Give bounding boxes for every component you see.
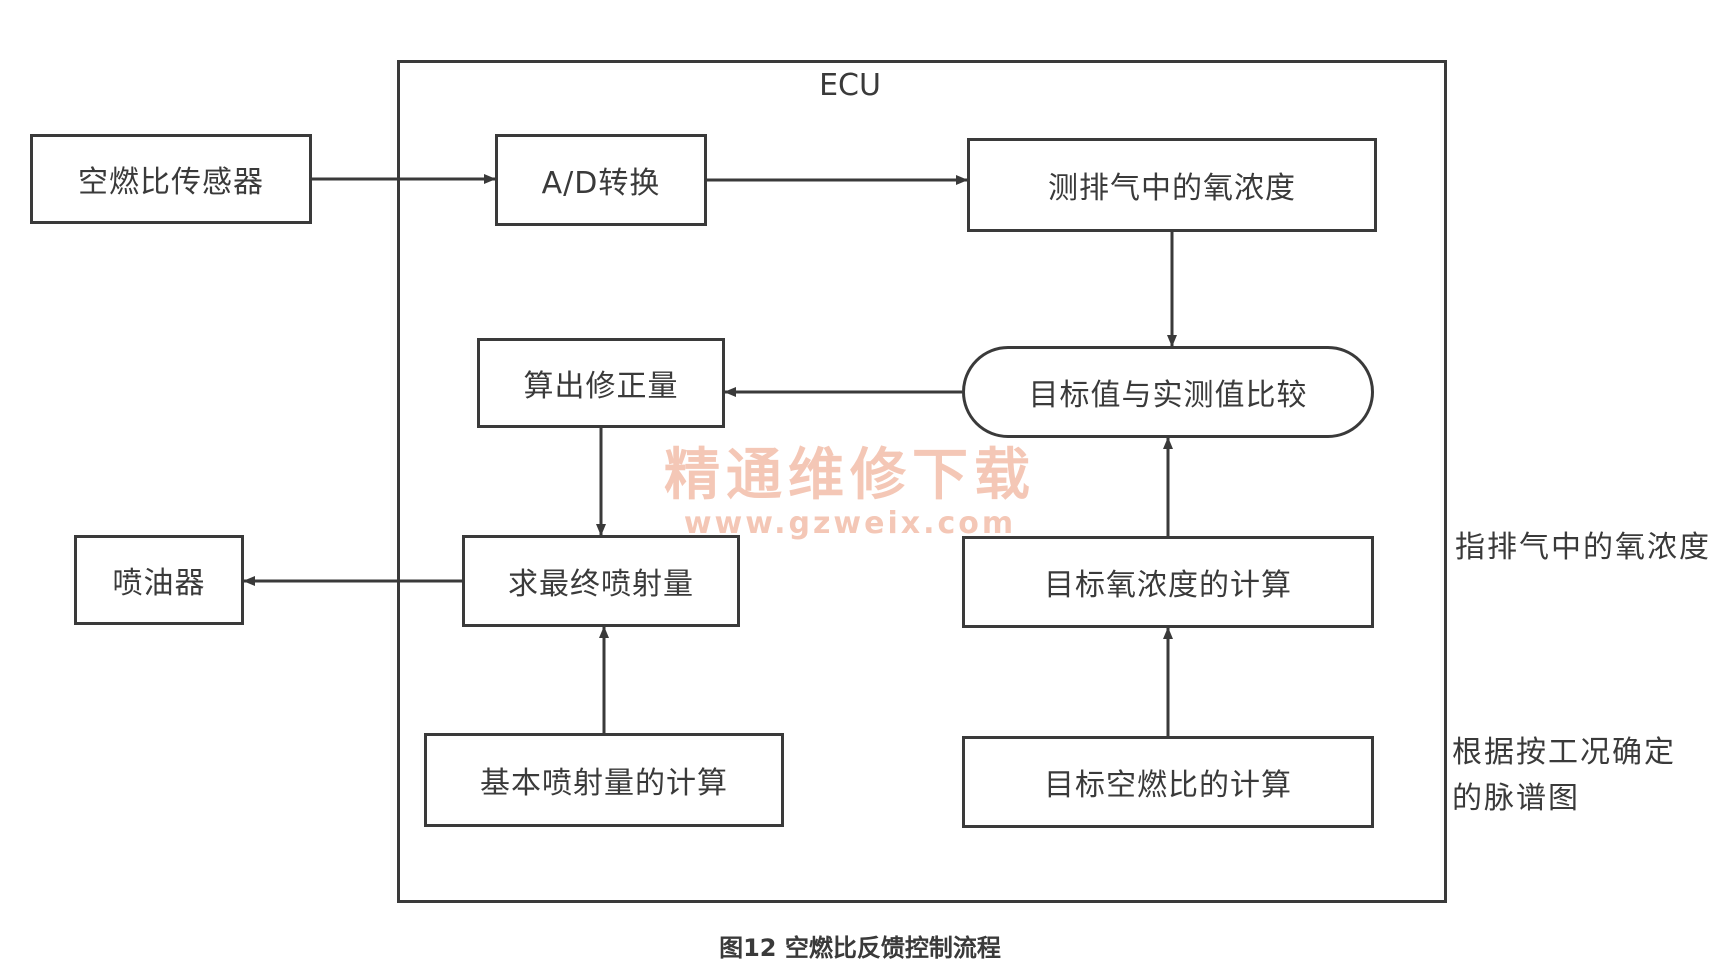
node-target-air-fuel-ratio-calculation: 目标空燃比的计算 bbox=[962, 736, 1374, 828]
note-operating-map-line2: 的脉谱图 bbox=[1452, 781, 1580, 816]
node-air-fuel-ratio-sensor: 空燃比传感器 bbox=[30, 134, 312, 224]
ecu-frame bbox=[397, 60, 1447, 903]
figure-caption: 图12 空燃比反馈控制流程 bbox=[719, 934, 1001, 962]
node-compare-target-measured: 目标值与实测值比较 bbox=[962, 346, 1374, 438]
node-basic-injection-calculation: 基本喷射量的计算 bbox=[424, 733, 784, 827]
node-measure-exhaust-oxygen: 测排气中的氧浓度 bbox=[967, 138, 1377, 232]
note-exhaust-oxygen: 指排气中的氧浓度 bbox=[1455, 530, 1711, 565]
note-operating-map: 根据按工况确定 的脉谱图 bbox=[1452, 730, 1676, 822]
node-calculate-correction: 算出修正量 bbox=[477, 338, 725, 428]
ecu-label: ECU bbox=[819, 68, 881, 103]
node-ad-conversion: A/D转换 bbox=[495, 134, 707, 226]
node-target-oxygen-calculation: 目标氧浓度的计算 bbox=[962, 536, 1374, 628]
node-final-injection-amount: 求最终喷射量 bbox=[462, 535, 740, 627]
node-injector: 喷油器 bbox=[74, 535, 244, 625]
note-operating-map-line1: 根据按工况确定 bbox=[1452, 735, 1676, 770]
